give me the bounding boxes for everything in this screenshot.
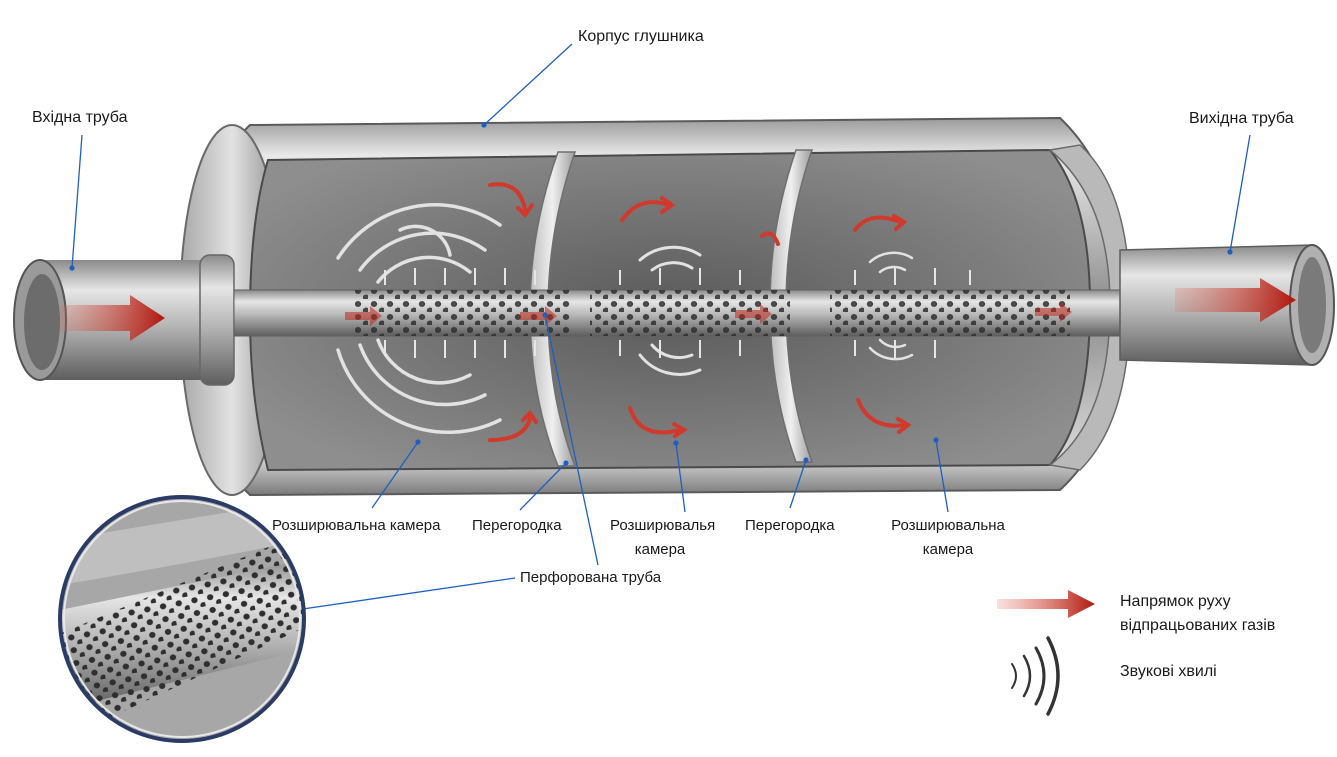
baffle-1: [529, 151, 577, 467]
baffle-2: [769, 149, 814, 463]
legend-sound-waves: Звукові хвилі: [1120, 663, 1217, 680]
label-housing: Корпус глушника: [578, 28, 704, 45]
sound-waves-chamber-2: [638, 245, 702, 376]
label-expansion-chamber-3-line2: камера: [922, 541, 974, 558]
label-expansion-chamber-3-line1: Розширювальна: [891, 517, 1005, 534]
circulation-arrows: [488, 182, 912, 442]
sound-waves-chamber-3: [868, 251, 914, 361]
label-expansion-chamber-2-line2: камера: [634, 541, 686, 558]
legend-gas-flow-line1: Напрямок руху: [1120, 593, 1231, 610]
sound-waves-chamber-1: [336, 203, 502, 435]
legend-sound-waves-icon: [1011, 636, 1060, 716]
label-baffle-1: Перегородка: [472, 517, 562, 534]
label-baffle-2: Перегородка: [745, 517, 835, 534]
flow-arrows: [60, 278, 1296, 341]
label-expansion-chamber-2-line1: Розширювалья: [610, 517, 716, 534]
perforated-pipe-detail: [58, 495, 306, 743]
gas-diffusion-arrows: [384, 268, 971, 358]
label-outlet-pipe: Вихідна труба: [1189, 110, 1294, 127]
label-perforated-pipe: Перфорована труба: [520, 569, 662, 586]
leader-lines: [69, 43, 1251, 611]
legend-flow-arrow: [997, 590, 1095, 618]
label-expansion-chamber-1: Розширювальна камера: [272, 517, 441, 534]
label-inlet-pipe: Вхідна труба: [32, 109, 128, 126]
inner-pipe: [233, 289, 1135, 337]
legend-gas-flow-line2: відпрацьованих газів: [1120, 617, 1276, 634]
